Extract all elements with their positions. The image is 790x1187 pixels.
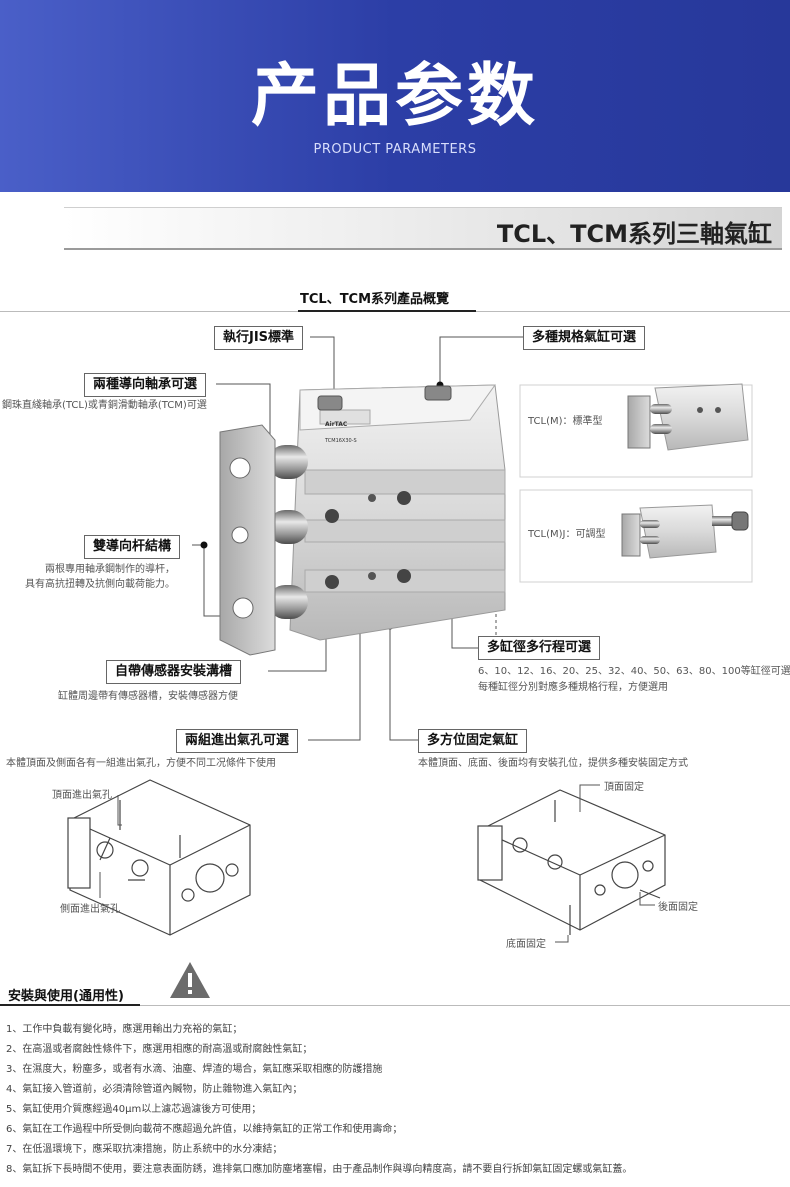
air-port-schematic	[67, 779, 251, 936]
side-port-caption: 側面進出氣孔	[60, 904, 120, 915]
usage-item: 1、工作中負載有變化時，應選用輸出力充裕的氣缸；	[6, 1024, 243, 1035]
double-rod-desc-1: 兩根專用軸承鋼制作的導杆，	[45, 564, 175, 575]
usage-item: 4、氣缸接入管道前，必須清除管道內贓物，防止雜物進入氣缸內；	[6, 1084, 303, 1095]
standard-type-image	[627, 383, 749, 451]
banner-title: 产品参数	[250, 57, 539, 136]
bore-stroke-desc-1: 6、10、12、16、20、25、32、40、50、63、80、100等缸徑可選	[478, 666, 790, 677]
mounting-label: 多方位固定氣缸	[418, 729, 528, 753]
sensor-groove-desc: 缸體周邊帶有傳感器槽，安裝傳感器方便	[58, 691, 238, 702]
mounting-schematic	[477, 789, 666, 935]
sensor-groove-label: 自帶傳感器安裝溝槽	[106, 660, 242, 684]
air-ports-desc: 本體頂面及側面各有一組進出氣孔，方便不同工况條件下使用	[6, 758, 276, 769]
usage-title: 安裝與使用(通用性)	[8, 989, 124, 1004]
usage-accent	[0, 1004, 140, 1006]
back-mount-caption: 後面固定	[658, 902, 698, 913]
back-mount-leader	[639, 892, 655, 906]
usage-divider	[0, 1005, 790, 1006]
adjustable-type-caption: TCL(M)J：可調型	[528, 529, 606, 540]
cylinder-model-text: TCM16X30-S	[324, 438, 357, 444]
multi-spec-label: 多種規格氣缸可選	[523, 326, 646, 350]
series-title-bar: TCL、TCM系列三軸氣缸	[64, 207, 782, 250]
adjustable-type-image	[621, 504, 749, 559]
bearing-option-label: 兩種導向軸承可選	[84, 373, 207, 397]
header-banner: 产品参数 PRODUCT PARAMETERS	[0, 0, 790, 192]
bore-stroke-label: 多缸徑多行程可選	[478, 636, 601, 660]
usage-item: 8、氣缸拆下長時間不使用，要注意表面防銹，進排氣口應加防塵堵塞帽，由于產品制作與…	[6, 1164, 633, 1175]
bearing-option-desc: 鋼珠直綫軸承(TCL)或青銅滑動軸承(TCM)可選	[2, 400, 207, 411]
usage-item: 6、氣缸在工作過程中所受側向載荷不應超過允許值，以維持氣缸的正常工作和使用壽命；	[6, 1124, 403, 1135]
series-title: TCL、TCM系列三軸氣缸	[496, 220, 772, 248]
standard-type-caption: TCL(M)：標準型	[528, 416, 603, 427]
double-rod-label: 雙導向杆結構	[84, 535, 181, 559]
cylinder-brand-text: AirTAC	[325, 421, 348, 428]
usage-item: 3、在濕度大，粉塵多，或者有水滴、油塵、焊渣的場合，氣缸應采取相應的防護措施	[6, 1064, 383, 1075]
bore-stroke-desc-2: 每種缸徑分別對應多種規格行程，方便選用	[478, 682, 668, 693]
usage-list: 1、工作中負載有變化時，應選用輸出力充裕的氣缸； 2、在高溫或者腐蝕性條件下，應…	[6, 1020, 786, 1180]
bottom-mount-leader	[555, 935, 569, 943]
jis-standard-label: 執行JIS標準	[214, 326, 304, 350]
usage-item: 2、在高溫或者腐蝕性條件下，應選用相應的耐高溫或耐腐蝕性氣缸；	[6, 1044, 313, 1055]
cylinder-illustration	[219, 384, 506, 656]
overview-title: TCL、TCM系列產品概覽	[300, 292, 450, 307]
warning-icon	[170, 962, 210, 998]
top-port-leader	[117, 795, 122, 826]
overview-accent	[298, 310, 476, 312]
bottom-mount-caption: 底面固定	[506, 939, 546, 950]
usage-item: 5、氣缸使用介質應經過40μm以上濾芯過濾後方可使用；	[6, 1104, 262, 1115]
usage-item: 7、在低溫環境下，應采取抗凍措施，防止系統中的水分凍結；	[6, 1144, 283, 1155]
banner-subtitle: PRODUCT PARAMETERS	[313, 142, 477, 157]
air-ports-label: 兩組進出氣孔可選	[176, 729, 299, 753]
top-port-caption: 頂面進出氣孔	[52, 790, 112, 801]
top-mount-caption: 頂面固定	[604, 782, 644, 793]
double-rod-desc-2: 具有高抗扭轉及抗側向載荷能力。	[25, 579, 175, 590]
mounting-desc: 本體頂面、底面、後面均有安裝孔位，提供多種安裝固定方式	[418, 758, 688, 769]
top-mount-leader	[579, 784, 600, 812]
